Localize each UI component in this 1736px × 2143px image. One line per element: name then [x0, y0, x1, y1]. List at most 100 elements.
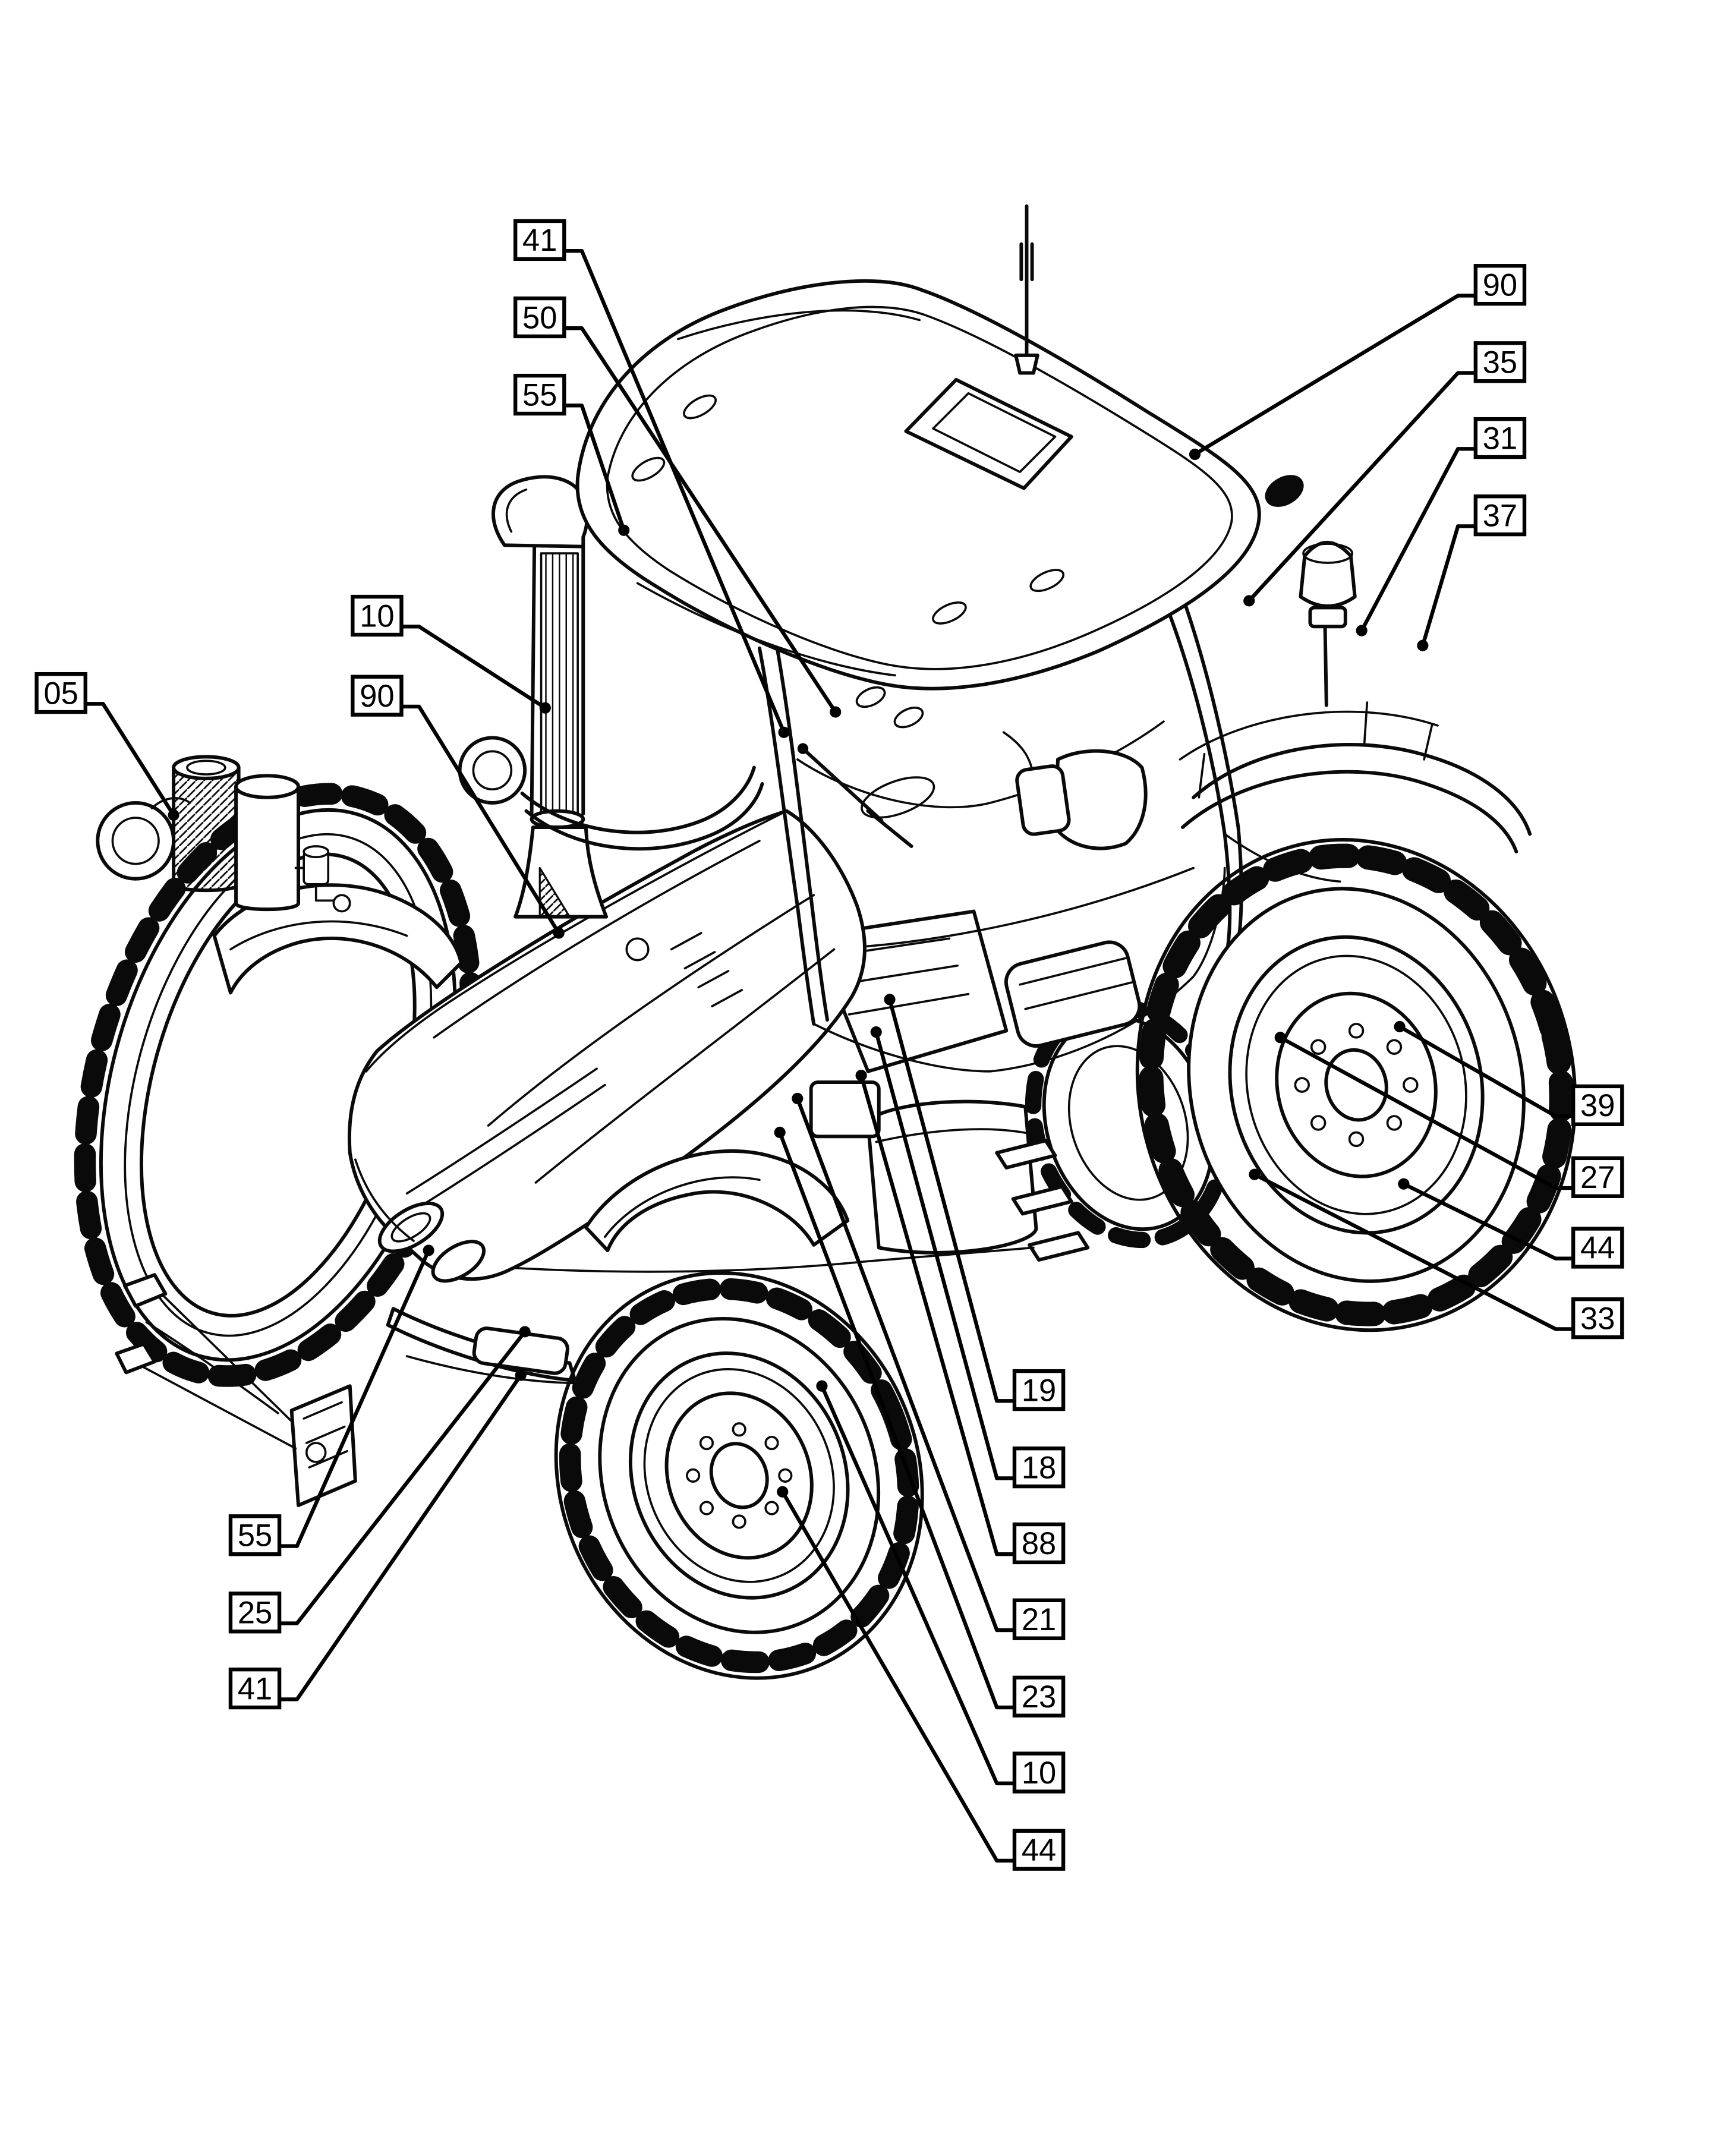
leader-dot	[1398, 1178, 1410, 1190]
leader-dot	[792, 1092, 804, 1105]
callout-box	[1012, 1675, 1066, 1717]
roof	[575, 204, 1261, 691]
leader-line	[277, 1248, 431, 1548]
wiper	[801, 746, 913, 848]
leader-dot	[1243, 595, 1255, 607]
callout-25: 25	[228, 1326, 531, 1634]
callout-label: 21	[1022, 1602, 1056, 1637]
antenna	[1019, 204, 1034, 365]
callout-90-left: 90	[351, 675, 565, 939]
leader-dot	[515, 1369, 527, 1381]
steering-wheel	[861, 776, 935, 819]
callout-05: 05	[34, 672, 179, 821]
callout-10-bottom: 10	[816, 1380, 1066, 1794]
callout-label: 27	[1580, 1160, 1615, 1195]
callout-label: 19	[1022, 1373, 1056, 1408]
callout-box	[228, 1592, 282, 1634]
intake-precleaner	[458, 736, 527, 805]
leader-line	[562, 248, 786, 735]
muffler-box	[1004, 940, 1142, 1048]
tractor-line-art	[74, 204, 1577, 1680]
callout-label: 88	[1022, 1526, 1056, 1561]
callout-label: 55	[238, 1518, 272, 1553]
wheel-bolts	[1294, 1023, 1419, 1148]
callout-label: 44	[1580, 1231, 1615, 1266]
leader-line	[1193, 294, 1478, 456]
leader-dot	[774, 1126, 786, 1139]
exhaust-intake-stack	[458, 475, 764, 919]
callout-label: 90	[1483, 267, 1517, 302]
callout-box	[1012, 1829, 1066, 1871]
leader-line	[1278, 1035, 1576, 1190]
callout-55-top: 55	[513, 373, 630, 536]
callout-box	[1571, 1227, 1624, 1269]
callout-label: 31	[1483, 421, 1517, 456]
callout-31: 31	[1356, 417, 1527, 636]
leader-dot	[884, 994, 896, 1006]
leader-line	[1397, 1025, 1576, 1118]
leader-dot	[870, 1026, 882, 1038]
callout-44-right: 44	[1398, 1178, 1624, 1269]
callout-box	[513, 296, 566, 339]
callout-23: 23	[774, 1126, 1066, 1717]
callout-label: 35	[1483, 345, 1517, 380]
callout-box	[1473, 341, 1527, 383]
rear-left-fender	[212, 883, 463, 995]
wheel-bolts	[686, 1422, 793, 1529]
callout-label: 50	[522, 300, 557, 335]
callout-box	[1012, 1751, 1066, 1794]
hood-vents	[670, 932, 743, 1008]
callout-box	[351, 594, 404, 637]
filter-cartridge	[172, 755, 241, 893]
leader-dot	[816, 1380, 828, 1392]
callout-box	[1571, 1156, 1624, 1198]
leader-dot	[777, 1486, 789, 1498]
leader-dot	[1249, 1168, 1261, 1180]
leader-line	[820, 1384, 1017, 1786]
leader-line	[399, 625, 547, 710]
callout-label: 18	[1022, 1450, 1056, 1485]
leader-dot	[855, 1070, 867, 1082]
callout-box	[1012, 1446, 1066, 1489]
callout-27: 27	[1274, 1032, 1624, 1198]
callout-box	[513, 219, 566, 261]
callout-box	[1473, 494, 1527, 537]
callout-88: 88	[855, 1070, 1066, 1565]
headlight-right	[431, 1240, 486, 1283]
leader-line	[795, 1096, 1017, 1633]
callout-label: 41	[238, 1671, 272, 1706]
callouts-layer: 4150559035313705109039274433191888212310…	[34, 219, 1624, 1871]
leader-line	[1252, 1173, 1576, 1331]
callout-label: 23	[1022, 1679, 1056, 1715]
callout-18: 18	[870, 1026, 1066, 1489]
leader-line	[1401, 1182, 1576, 1260]
callout-label: 33	[1580, 1301, 1615, 1336]
callout-label: 44	[1022, 1833, 1056, 1868]
callout-19: 19	[884, 994, 1066, 1411]
callout-label: 90	[360, 679, 394, 714]
callout-box	[1473, 264, 1527, 306]
fuel-cap	[625, 937, 650, 962]
leader-line	[562, 326, 837, 714]
callout-box	[351, 675, 404, 717]
beacon-light	[1299, 541, 1357, 707]
leader-line	[1247, 371, 1478, 603]
leader-line	[1359, 447, 1478, 633]
leader-dot	[1394, 1020, 1406, 1033]
hitch-links	[115, 1273, 168, 1375]
leader-line	[1420, 524, 1478, 648]
small-fittings	[294, 845, 351, 913]
callout-55-bottom: 55	[228, 1244, 434, 1556]
radiator-core	[540, 552, 579, 815]
cab-steps	[995, 1139, 1090, 1262]
callout-44-bottom: 44	[777, 1486, 1066, 1871]
chassis	[514, 866, 1195, 1273]
callout-label: 05	[44, 676, 78, 711]
b-pillar	[1167, 603, 1243, 951]
leader-line	[780, 1490, 1017, 1863]
filter-canister	[234, 774, 301, 912]
leader-line	[399, 704, 561, 935]
callout-21: 21	[792, 1092, 1066, 1640]
callout-box	[1571, 1084, 1624, 1126]
callout-box	[228, 1514, 282, 1556]
